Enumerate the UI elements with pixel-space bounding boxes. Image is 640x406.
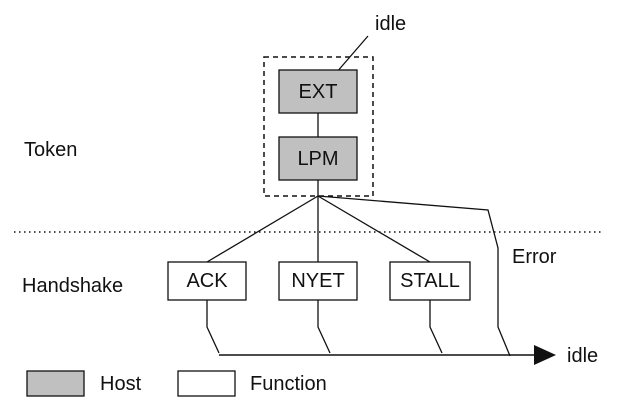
- ack-handshake-box: ACK: [167, 261, 247, 301]
- token-group-border: [263, 56, 374, 197]
- nyet-handshake-box: NYET: [278, 261, 358, 301]
- stall-handshake-label: STALL: [400, 270, 460, 292]
- legend: Host Function: [26, 370, 327, 397]
- lpm-token-label: LPM: [297, 148, 338, 170]
- nyet-to-idle-connector: [317, 300, 331, 354]
- stall-handshake-box: STALL: [389, 261, 471, 301]
- ack-to-idle-connector: [206, 300, 220, 354]
- nyet-handshake-label: NYET: [291, 270, 344, 292]
- ext-token-label: EXT: [299, 81, 338, 103]
- legend-function-label: Function: [250, 373, 327, 395]
- error-label: Error: [512, 246, 557, 268]
- idle-arrow-head: [534, 345, 556, 365]
- ack-handshake-label: ACK: [186, 270, 228, 292]
- token-phase-label: Token: [24, 139, 77, 161]
- handshake-phase-label: Handshake: [22, 275, 123, 297]
- branch-to-stall: [317, 195, 431, 263]
- idle-start-connector: [335, 35, 369, 74]
- ext-token-box: EXT: [278, 69, 358, 114]
- legend-host-swatch: [26, 370, 85, 397]
- branch-to-ack: [206, 195, 319, 263]
- idle-start-label: idle: [375, 13, 406, 35]
- legend-host-label: Host: [100, 373, 142, 395]
- legend-function-swatch: [177, 370, 236, 397]
- idle-end-label: idle: [567, 345, 598, 367]
- lpm-token-box: LPM: [278, 136, 358, 181]
- error-path: [317, 195, 511, 357]
- stall-to-idle-connector: [429, 300, 443, 354]
